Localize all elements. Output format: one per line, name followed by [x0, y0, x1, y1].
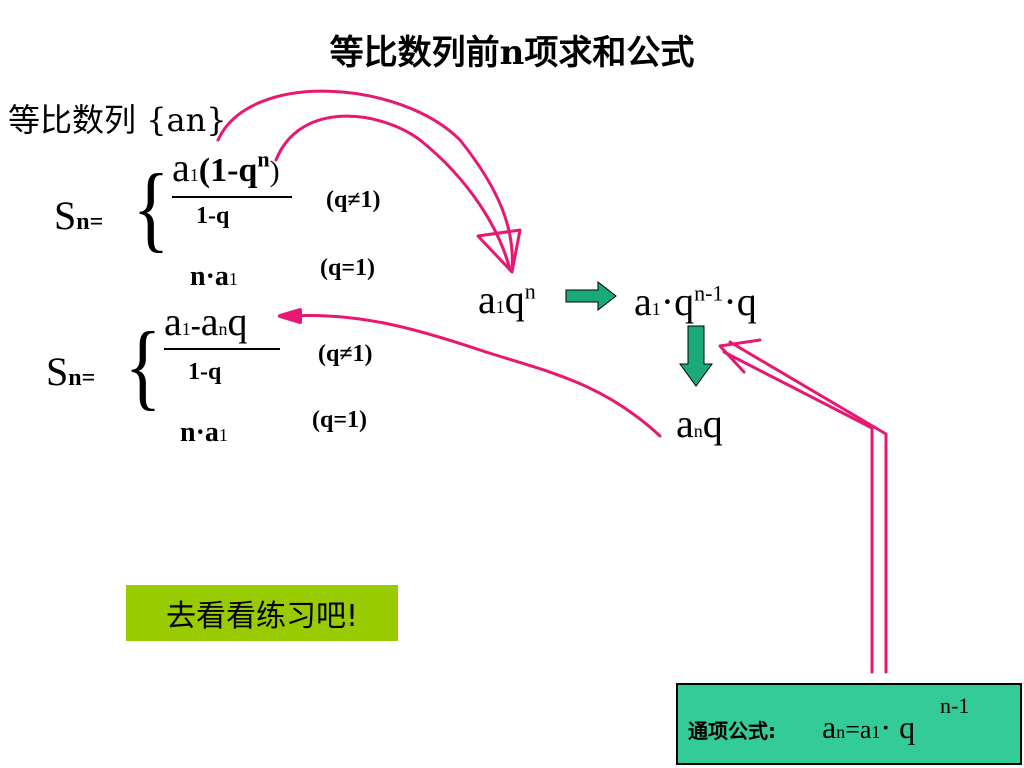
return-arrow-head — [278, 308, 302, 324]
fraction-denominator-2: 1-q — [188, 359, 222, 385]
double-line-head — [718, 338, 762, 374]
double-line-right — [728, 340, 888, 674]
curve-arrow-inner — [274, 114, 512, 272]
condition-q-not-1-b: (q≠1) — [318, 341, 373, 367]
term-a1-qn-1-q: a1·qn-1·q — [634, 279, 757, 324]
general-term-formula-box: 通项公式: an=a1· q n-1 — [676, 683, 1022, 765]
condition-q-eq-1-b: (q=1) — [312, 407, 368, 433]
practice-button[interactable]: 去看看练习吧! — [126, 585, 398, 641]
left-brace-1: { — [132, 154, 170, 261]
fraction-bar-2 — [164, 348, 280, 350]
page-title: 等比数列前n项求和公式 — [329, 33, 695, 73]
fraction-denominator-1: 1-q — [196, 203, 230, 229]
case-n-a1-1: n·a1 — [190, 261, 238, 292]
case-n-a1-2: n·a1 — [180, 417, 228, 448]
arrow-right-icon — [565, 280, 617, 312]
fraction-numerator-2: a1-anq — [164, 299, 248, 344]
left-brace-2: { — [124, 312, 162, 419]
general-term-exponent: n-1 — [940, 693, 970, 718]
condition-q-eq-1-a: (q=1) — [320, 255, 376, 281]
condition-q-not-1-a: (q≠1) — [326, 187, 381, 213]
double-line-left — [722, 350, 874, 674]
curve-arrow-head — [476, 228, 522, 274]
sn-label-1: Sn= — [54, 193, 104, 238]
arrow-down-icon — [679, 325, 713, 387]
sn-label-2: Sn= — [46, 349, 96, 394]
return-curve — [288, 313, 662, 438]
general-term-expression: an=a1· q — [822, 709, 916, 745]
fraction-numerator-1: a1(1-qn) — [172, 145, 280, 190]
general-term-label: 通项公式: — [688, 719, 776, 743]
sequence-label: 等比数列 {an} — [8, 101, 227, 139]
term-an-q: anq — [676, 401, 723, 446]
term-a1-qn: a1qn — [478, 277, 536, 322]
fraction-bar-1 — [172, 196, 292, 198]
curve-arrow-outer — [216, 89, 514, 272]
teal-arrows — [565, 280, 713, 387]
